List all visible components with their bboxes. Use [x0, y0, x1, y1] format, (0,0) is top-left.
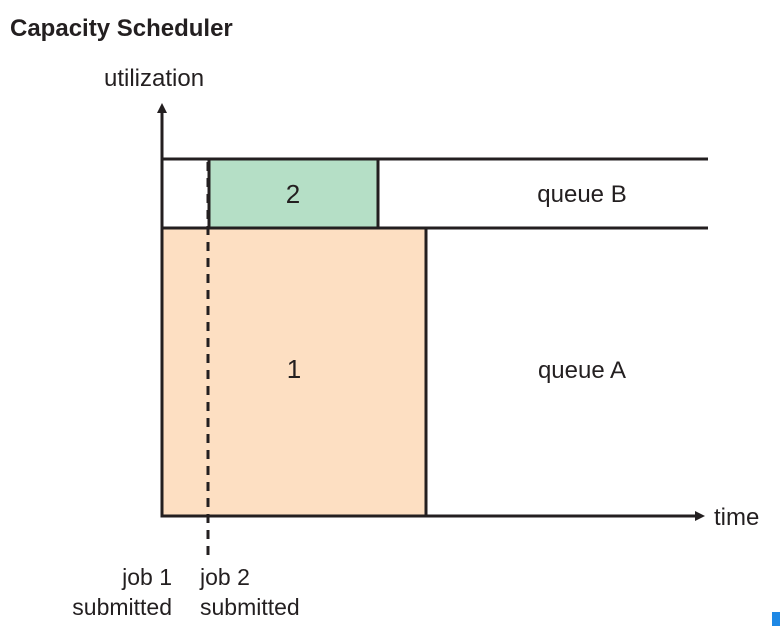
job-2-label: 2: [286, 179, 300, 209]
job-1-caption-line1: job 1: [121, 564, 172, 590]
corner-fragment: [772, 612, 780, 626]
queue-b-label: queue B: [537, 181, 626, 208]
x-axis-label: time: [714, 504, 759, 531]
job-2-block: [207, 157, 380, 230]
job-2-caption-line2: submitted: [200, 594, 300, 620]
job-1-label: 1: [287, 354, 301, 384]
job-2-caption-line1: job 2: [199, 564, 250, 590]
job-1-block: [160, 226, 428, 518]
y-axis-label: utilization: [104, 65, 204, 92]
diagram-title: Capacity Scheduler: [10, 15, 233, 42]
queue-a-label: queue A: [538, 357, 626, 384]
job-1-caption-line2: submitted: [72, 594, 172, 620]
